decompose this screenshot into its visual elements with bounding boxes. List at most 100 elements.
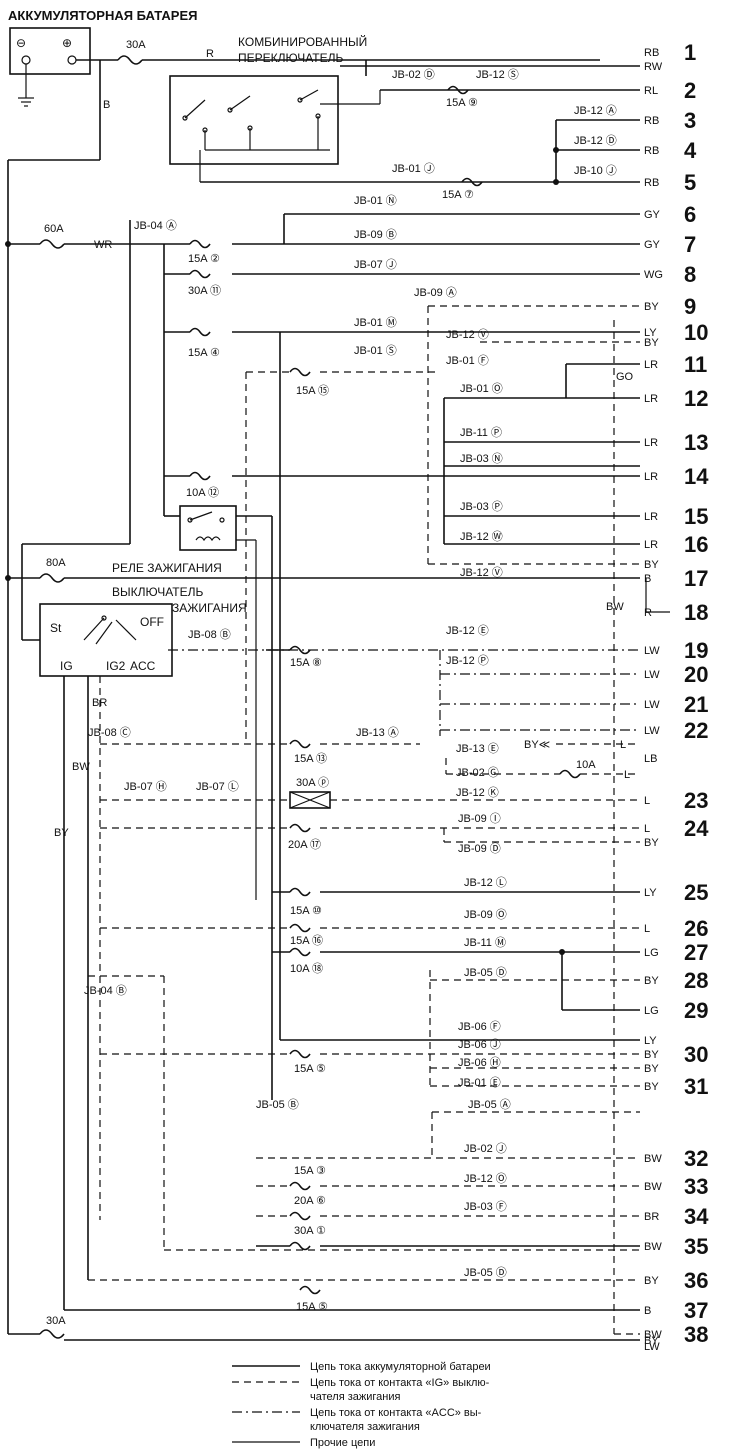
combination-switch: КОМБИНИРОВАННЫЙ ПЕРЕКЛЮЧАТЕЛЬ bbox=[169, 34, 367, 165]
output-number: 1 bbox=[684, 40, 696, 65]
output-code: LR bbox=[644, 393, 658, 405]
jb-05-a: JB-05 Ⓐ bbox=[468, 1098, 511, 1111]
output-code: LB bbox=[644, 753, 657, 765]
jb-12-k: JB-12 Ⓚ bbox=[456, 786, 499, 799]
jb-12-a: JB-12 Ⓐ bbox=[574, 104, 617, 117]
output-number: 20 bbox=[684, 662, 708, 687]
output-code: LG bbox=[644, 1005, 659, 1017]
output-number: 14 bbox=[684, 464, 709, 489]
fuse-15a-3: 15A ③ bbox=[294, 1165, 326, 1177]
jb-06-h: JB-06 Ⓗ bbox=[458, 1056, 501, 1069]
jb-07-j: JB-07 Ⓙ bbox=[354, 258, 397, 271]
jb-04-a: JB-04 Ⓐ bbox=[134, 219, 177, 232]
jb-09-d: JB-09 Ⓓ bbox=[458, 842, 501, 855]
output-number: 8 bbox=[684, 262, 696, 287]
combo-switch-label: КОМБИНИРОВАННЫЙ bbox=[238, 34, 367, 49]
wire-l-22: L bbox=[620, 739, 626, 751]
fuse-15a-8: 15A ⑧ bbox=[290, 657, 322, 669]
output-code: BY bbox=[644, 975, 659, 987]
battery-main-line: 30A R B bbox=[76, 39, 600, 160]
output-number: 25 bbox=[684, 880, 708, 905]
fuse-30a-p: 30A ⓟ bbox=[296, 776, 329, 789]
legend-ig2: чателя зажигания bbox=[310, 1391, 400, 1403]
output-code: BY bbox=[644, 1335, 659, 1347]
jb-12-d: JB-12 Ⓓ bbox=[574, 134, 617, 147]
left-bus: 60A WR JB-04 Ⓐ bbox=[5, 159, 177, 1334]
top-circuits: JB-02 Ⓓ JB-12 Ⓢ 15A ⑨ JB-12 Ⓐ JB-12 Ⓓ JB… bbox=[199, 60, 640, 201]
battery: ⊖ ⊕ bbox=[9, 27, 91, 107]
output-number: 16 bbox=[684, 532, 708, 557]
output-code: LW bbox=[644, 699, 660, 711]
wire-wr: WR bbox=[94, 239, 112, 251]
fuse-10a-12: 10A ⑫ bbox=[186, 486, 219, 499]
output-code: BY bbox=[644, 301, 659, 313]
diagram-title: АККУМУЛЯТОРНАЯ БАТАРЕЯ bbox=[8, 8, 197, 23]
fuse-30a-bottom: 30A bbox=[46, 1315, 66, 1327]
output-number: 2 bbox=[684, 78, 696, 103]
jb-01-o: JB-01 Ⓞ bbox=[460, 382, 503, 395]
fuse-15a-7: 15A ⑦ bbox=[442, 189, 474, 201]
jb-09-i: JB-09 Ⓘ bbox=[458, 812, 501, 825]
jb-02-d: JB-02 Ⓓ bbox=[392, 68, 435, 81]
jb-02-g: JB-02 Ⓖ bbox=[456, 766, 499, 779]
jb-09-o: JB-09 Ⓞ bbox=[464, 908, 507, 921]
output-code: BY bbox=[644, 837, 659, 849]
fuse-60a: 60A bbox=[44, 223, 64, 235]
jb-06-j: JB-06 Ⓙ bbox=[458, 1038, 501, 1051]
jb-12-o: JB-12 Ⓞ bbox=[464, 1172, 507, 1185]
battery-minus-icon: ⊖ bbox=[16, 36, 26, 50]
output-number: 27 bbox=[684, 940, 708, 965]
wire-r: R bbox=[206, 48, 214, 60]
output-code: LW bbox=[644, 669, 660, 681]
output-code: LR bbox=[644, 471, 658, 483]
jb-01-n: JB-01 Ⓝ bbox=[354, 194, 397, 207]
output-number: 17 bbox=[684, 566, 708, 591]
output-code: LW bbox=[644, 725, 660, 737]
jb-08-b: JB-08 Ⓑ bbox=[188, 628, 231, 641]
ign-contact-off: OFF bbox=[140, 615, 164, 629]
output-code: LW bbox=[644, 1341, 660, 1353]
output-code: LY bbox=[644, 887, 657, 899]
jb-02-j: JB-02 Ⓙ bbox=[464, 1142, 507, 1155]
jb-01-f: JB-01 Ⓕ bbox=[446, 354, 489, 367]
output-number: 33 bbox=[684, 1174, 708, 1199]
ignition-relay: РЕЛЕ ЗАЖИГАНИЯ bbox=[112, 505, 273, 1100]
jb-13-a: JB-13 Ⓐ bbox=[356, 726, 399, 739]
jb-05-b: JB-05 Ⓑ bbox=[256, 1098, 299, 1111]
output-code: L bbox=[644, 795, 650, 807]
wire-go: GO bbox=[616, 371, 634, 383]
wire-bw-vert: BW bbox=[606, 601, 624, 613]
ign-switch-label2: ЗАЖИГАНИЯ bbox=[172, 601, 247, 615]
output-number: 18 bbox=[684, 600, 708, 625]
output-code: BW bbox=[644, 1153, 662, 1165]
output-code: LR bbox=[644, 511, 658, 523]
jb-12-w: JB-12 Ⓦ bbox=[460, 530, 503, 543]
output-number: 6 bbox=[684, 202, 696, 227]
fuse-15a-5: 15A ⑤ bbox=[294, 1063, 326, 1075]
jb-03-f: JB-03 Ⓕ bbox=[464, 1200, 507, 1213]
fuse-15a-5b: 15A ⑤ bbox=[296, 1301, 328, 1313]
fuse-15a-9: 15A ⑨ bbox=[446, 97, 478, 109]
fuse-30a-top: 30A bbox=[126, 39, 146, 51]
legend-other: Прочие цепи bbox=[310, 1437, 375, 1449]
output-number: 22 bbox=[684, 718, 708, 743]
output-number: 30 bbox=[684, 1042, 708, 1067]
jb-05-d: JB-05 Ⓓ bbox=[464, 966, 507, 979]
jb-03-p: JB-03 Ⓟ bbox=[460, 500, 503, 513]
output-code: L bbox=[644, 823, 650, 835]
legend-ig: Цепь тока от контакта «IG» выклю- bbox=[310, 1377, 490, 1389]
fuse-15a-10: 15A ⑩ bbox=[290, 905, 322, 917]
fuse-15a-2: 15A ② bbox=[188, 253, 220, 265]
jb-11-m: JB-11 Ⓜ bbox=[464, 936, 506, 949]
jb-12-s: JB-12 Ⓢ bbox=[476, 68, 519, 81]
output-code: BY bbox=[644, 1063, 659, 1075]
fuse-15a-13: 15A ⑬ bbox=[294, 752, 327, 765]
output-code: LG bbox=[644, 947, 659, 959]
fuse-15a-16: 15A ⑯ bbox=[290, 934, 323, 947]
output-number: 37 bbox=[684, 1298, 708, 1323]
jb-01-m: JB-01 Ⓜ bbox=[354, 316, 397, 329]
jb-03-n: JB-03 Ⓝ bbox=[460, 452, 503, 465]
output-code: BW bbox=[644, 1329, 662, 1341]
output-code: BY bbox=[644, 1275, 659, 1287]
jb-07-l: JB-07 Ⓛ bbox=[196, 780, 239, 793]
